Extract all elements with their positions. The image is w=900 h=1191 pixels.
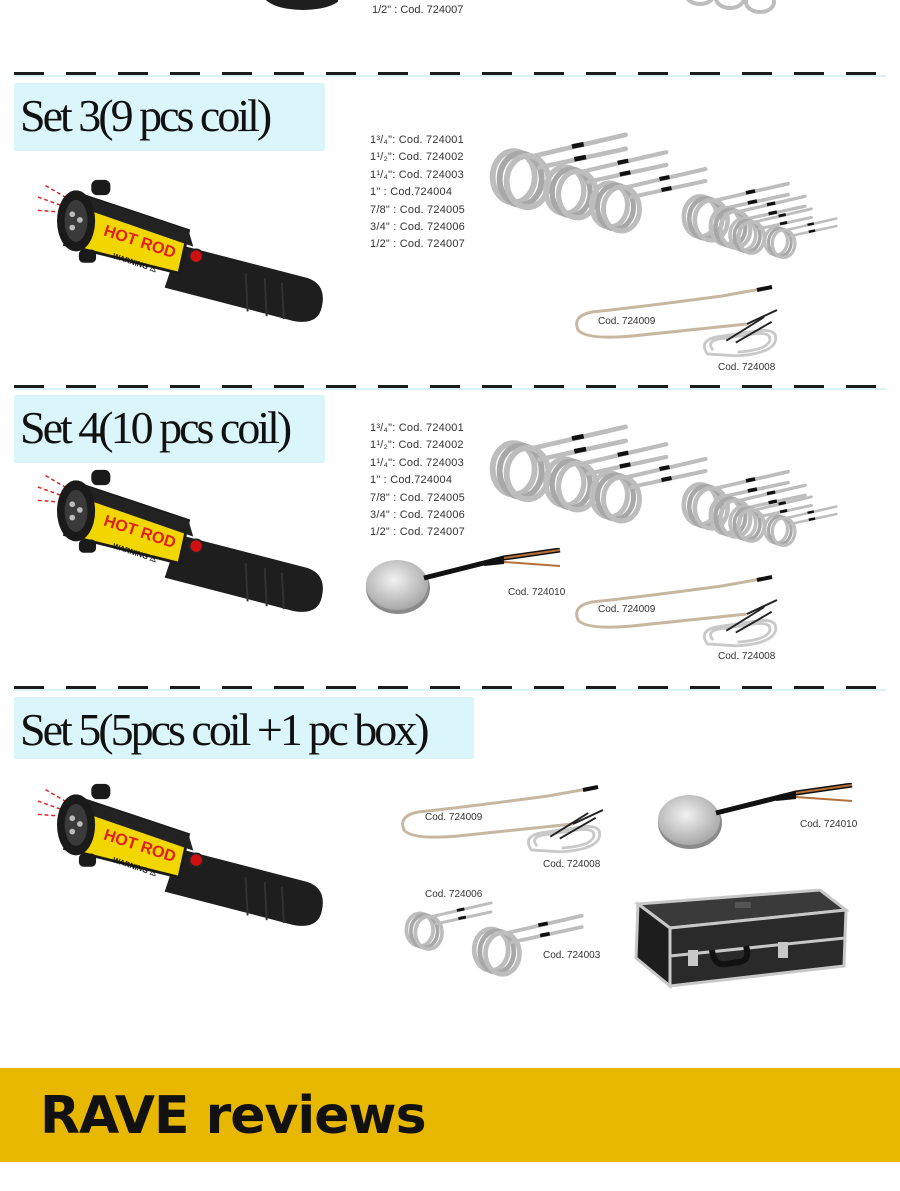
tool-image-fragment [265, 0, 338, 10]
long-coil-code: Cod. 724009 [425, 812, 483, 823]
code-line: 1¹/₂": Cod. 724002 [370, 439, 464, 452]
set-title: Set 3(9 pcs coil) [14, 83, 325, 151]
code-line: 1/2" : Cod. 724007 [372, 4, 464, 16]
code-line: 1/2" : Cod. 724007 [370, 238, 465, 251]
hot-rod-tool-image [36, 782, 341, 944]
code-line: 1" : Cod.724004 [370, 186, 453, 199]
code-line: 1¹/₂": Cod. 724002 [370, 151, 464, 164]
code-line: 7/8" : Cod. 724005 [370, 491, 465, 504]
coil-image [452, 912, 602, 978]
code-line: 1/2" : Cod. 724007 [370, 526, 465, 539]
coil-image-fragment [686, 0, 776, 14]
set-title: Set 4(10 pcs coil) [14, 395, 325, 463]
coil-code-list: 1³/₄": Cod. 724001 1¹/₂": Cod. 724002 1¹… [370, 420, 465, 542]
section-divider [14, 686, 886, 691]
small-coil-image [698, 602, 783, 650]
code-line: 1" : Cod.724004 [370, 474, 453, 487]
section-divider [14, 72, 886, 77]
small-coil-code: Cod. 724008 [718, 362, 776, 373]
hot-rod-tool-image [36, 178, 341, 340]
carrying-case-image [633, 888, 850, 990]
code-line: 1¹/₄": Cod. 724003 [370, 456, 464, 469]
code-line: 1³/₄": Cod. 724001 [370, 422, 464, 434]
flat-pad-coil-image [656, 783, 856, 853]
code-line: 1³/₄": Cod. 724001 [370, 134, 464, 146]
small-coil-code: Cod. 724008 [543, 859, 601, 870]
coil-a-code: Cod. 724006 [425, 889, 483, 900]
coil-b-code: Cod. 724003 [543, 950, 601, 961]
code-line: 3/4" : Cod. 724006 [370, 221, 465, 234]
set-title: Set 5(5pcs coil +1 pc box) [14, 697, 474, 759]
section-divider [14, 385, 886, 390]
small-coil-image [522, 808, 607, 856]
code-line: 1¹/₄": Cod. 724003 [370, 168, 464, 181]
flat-pad-coil-image [364, 548, 564, 618]
long-coil-code: Cod. 724009 [598, 316, 656, 327]
coil-code-list: 1³/₄": Cod. 724001 1¹/₂": Cod. 724002 1¹… [370, 132, 465, 254]
code-line: 7/8" : Cod. 724005 [370, 203, 465, 216]
reviews-banner: RAVE reviews [0, 1068, 900, 1162]
pad-code: Cod. 724010 [800, 819, 858, 830]
small-coil-code: Cod. 724008 [718, 651, 776, 662]
code-line: 3/4" : Cod. 724006 [370, 509, 465, 522]
hot-rod-tool-image [36, 468, 341, 630]
small-coil-image [698, 312, 783, 360]
pad-code: Cod. 724010 [508, 587, 566, 598]
long-coil-code: Cod. 724009 [598, 604, 656, 615]
banner-title: RAVE reviews [40, 1086, 427, 1146]
